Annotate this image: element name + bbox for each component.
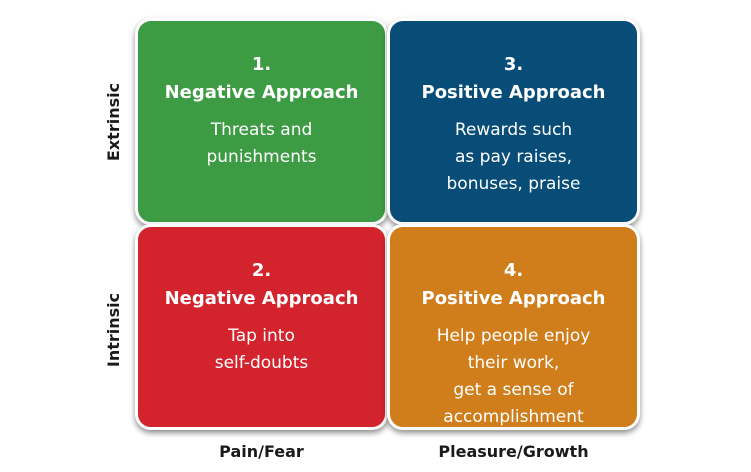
description-line: Tap into [228, 326, 295, 346]
description-line: their work, [467, 353, 560, 373]
quadrant-title: Negative Approach [164, 288, 359, 309]
description-line: get a sense of [453, 380, 574, 400]
quadrant-number: 4. [503, 260, 524, 281]
description-line: Rewards such [454, 120, 573, 140]
quadrant-title: Negative Approach [164, 82, 359, 103]
quadrant-description: Rewards such as pay raises, bonuses, pra… [398, 117, 629, 198]
description-line: bonuses, praise [446, 174, 581, 194]
description-line: Threats and [210, 120, 313, 140]
description-line: Help people enjoy [436, 326, 591, 346]
quadrant-title: Positive Approach [421, 82, 606, 103]
description-line: self-doubts [214, 353, 309, 373]
quadrant-1: 1. Negative Approach Threats and punishm… [135, 18, 388, 225]
y-axis-label-intrinsic: Intrinsic [104, 292, 123, 368]
quadrant-number: 2. [251, 260, 272, 281]
quadrant-2: 2. Negative Approach Tap into self-doubt… [135, 224, 388, 430]
description-line: as pay raises, [454, 147, 573, 167]
quadrant-number: 3. [503, 54, 524, 75]
x-axis-label-pain-fear: Pain/Fear [219, 442, 304, 461]
y-axis-label-extrinsic: Extrinsic [104, 82, 123, 162]
x-axis-label-pleasure-growth: Pleasure/Growth [438, 442, 589, 461]
quadrant-description: Tap into self-doubts [146, 323, 377, 377]
quadrant-number: 1. [251, 54, 272, 75]
quadrant-title: Positive Approach [421, 288, 606, 309]
quadrant-description: Threats and punishments [146, 117, 377, 171]
quadrant-3: 3. Positive Approach Rewards such as pay… [387, 18, 640, 225]
description-line: punishments [206, 147, 317, 167]
quadrant-4: 4. Positive Approach Help people enjoy t… [387, 224, 640, 430]
quadrant-description: Help people enjoy their work, get a sens… [398, 323, 629, 431]
description-line: accomplishment [443, 407, 584, 427]
